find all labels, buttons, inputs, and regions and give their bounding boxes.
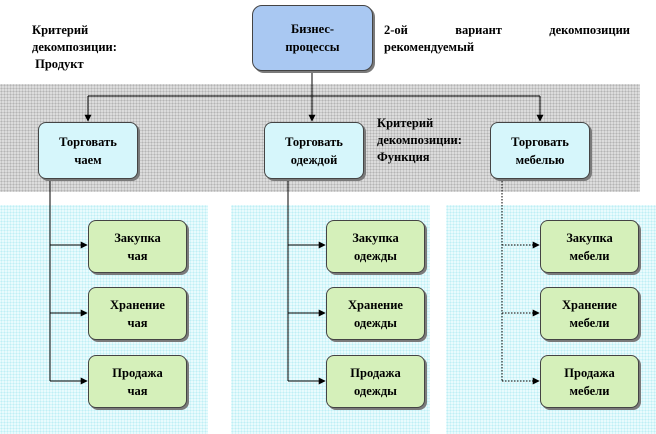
note-recommended-line-1: 2-ой вариант декомпозиции bbox=[384, 23, 630, 37]
root-node-label: Бизнес- процессы bbox=[285, 22, 340, 54]
note-product-criterion: Критерий декомпозиции: Продукт bbox=[32, 23, 117, 71]
leaf-node-2-1-label: Закупка одежды bbox=[352, 230, 399, 263]
leaf-node-1-1-label: Закупка чая bbox=[114, 230, 161, 263]
function-node-3-label: Торговать мебелью bbox=[511, 134, 569, 167]
root-node: Бизнес- процессы bbox=[252, 5, 373, 71]
leaf-node-2-2-label: Хранение одежды bbox=[348, 297, 403, 330]
leaf-node-2-3-label: Продажа одежды bbox=[350, 365, 401, 398]
leaf-node-1-1: Закупка чая bbox=[88, 220, 187, 273]
leaf-node-3-2: Хранение мебели bbox=[540, 287, 639, 340]
function-node-2: Торговать одеждой bbox=[264, 122, 364, 179]
leaf-node-3-3: Продажа мебели bbox=[540, 355, 639, 408]
leaf-node-1-2-label: Хранение чая bbox=[110, 297, 165, 330]
leaf-node-2-3: Продажа одежды bbox=[326, 355, 425, 408]
leaf-node-3-2-label: Хранение мебели bbox=[562, 297, 617, 330]
leaf-node-1-3: Продажа чая bbox=[88, 355, 187, 408]
leaf-node-1-2: Хранение чая bbox=[88, 287, 187, 340]
note-function-criterion: Критерий декомпозиции: Функция bbox=[377, 116, 462, 164]
function-node-2-label: Торговать одеждой bbox=[285, 134, 343, 167]
function-node-3: Торговать мебелью bbox=[490, 122, 590, 179]
leaf-node-2-2: Хранение одежды bbox=[326, 287, 425, 340]
function-node-1: Торговать чаем bbox=[38, 122, 138, 179]
note-recommended-line-2: рекомендуемый bbox=[384, 40, 475, 54]
function-node-1-label: Торговать чаем bbox=[59, 134, 117, 167]
note-recommended-variant: 2-ой вариант декомпозиции рекомендуемый bbox=[384, 22, 630, 56]
leaf-node-3-1-label: Закупка мебели bbox=[566, 230, 613, 263]
leaf-node-1-3-label: Продажа чая bbox=[112, 365, 163, 398]
leaf-node-2-1: Закупка одежды bbox=[326, 220, 425, 273]
leaf-node-3-3-label: Продажа мебели bbox=[564, 365, 615, 398]
leaf-node-3-1: Закупка мебели bbox=[540, 220, 639, 273]
